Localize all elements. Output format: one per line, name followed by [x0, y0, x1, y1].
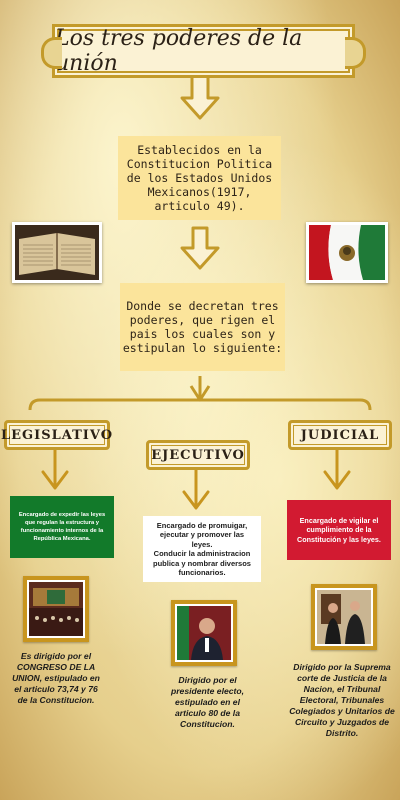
middle-note: Donde se decretan tres poderes, que rige…	[120, 283, 285, 371]
judicial-description: Encargado de vigilar el cumplimiento de …	[287, 500, 391, 560]
label-judicial-text: JUDICIAL	[300, 427, 380, 443]
congreso-photo	[23, 576, 89, 642]
ejecutivo-description-line2: Conducir la administracion publica y nom…	[153, 549, 251, 577]
presidente-photo	[171, 600, 237, 666]
label-legislativo: LEGISLATIVO	[0, 420, 114, 450]
middle-note-text: Donde se decretan tres poderes, que rige…	[122, 299, 283, 355]
judicial-caption: Dirigido por la Suprema corte de Justici…	[289, 662, 395, 738]
suprema-corte-photo	[311, 584, 377, 650]
label-legislativo-text: LEGISLATIVO	[0, 427, 114, 443]
arrow-down-icon	[323, 444, 351, 490]
label-ejecutivo: EJECUTIVO	[146, 440, 250, 470]
arrow-down-icon	[182, 464, 210, 510]
label-judicial: JUDICIAL	[288, 420, 392, 450]
legislativo-description-text: Encargado de expedir las leyes que regul…	[18, 512, 106, 542]
arrow-down-icon	[180, 74, 220, 120]
arrow-down-icon	[41, 444, 69, 490]
intro-note-text: Establecidos en la Constitucion Politica…	[126, 143, 273, 213]
ejecutivo-description: Encargado de promuigar, ejecutar y promo…	[143, 516, 261, 582]
intro-note: Establecidos en la Constitucion Politica…	[118, 136, 281, 220]
legislativo-caption: Es dirigido por el CONGRESO DE LA UNION,…	[12, 651, 100, 705]
page-title: Los tres poderes de la unión	[55, 26, 303, 76]
constitution-book-photo	[12, 222, 102, 283]
ejecutivo-caption: Dirigido por el presidente electo, estip…	[170, 675, 245, 729]
legislativo-description: Encargado de expedir las leyes que regul…	[10, 496, 114, 558]
label-ejecutivo-text: EJECUTIVO	[151, 447, 245, 463]
ejecutivo-description-line1: Encargado de promuigar, ejecutar y promo…	[156, 520, 248, 549]
title-plaque: Los tres poderes de la unión	[41, 24, 366, 78]
bracket-connector-icon	[28, 398, 372, 411]
mexican-flag-photo	[306, 222, 388, 283]
judicial-description-text: Encargado de vigilar el cumplimiento de …	[297, 515, 381, 544]
arrow-down-icon	[180, 226, 220, 270]
